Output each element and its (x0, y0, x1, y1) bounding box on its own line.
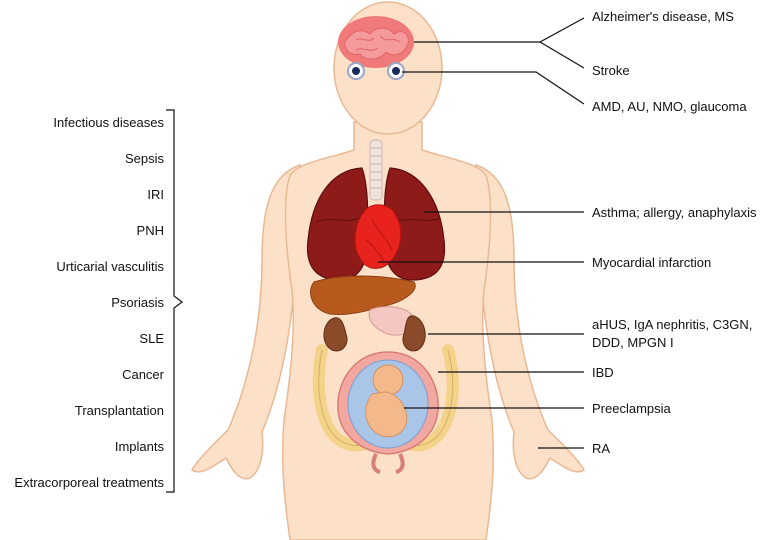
leader-lines-right (378, 17, 585, 449)
systemic-label-psoriasis: Psoriasis (111, 295, 164, 310)
left-arm (191, 163, 301, 480)
line-brain (414, 17, 585, 43)
organ-label-intestine: IBD (592, 365, 614, 380)
brain (338, 16, 414, 68)
line-eyes (402, 71, 585, 105)
organ-label-kidney-line2: DDD, MPGN I (592, 335, 674, 350)
organ-label-lungs: Asthma; allergy, anaphylaxis (592, 205, 757, 220)
trachea (369, 139, 383, 201)
systemic-label-implants: Implants (114, 439, 164, 454)
body-silhouette (191, 1, 585, 540)
lungs (306, 167, 446, 281)
systemic-label-sle: SLE (139, 331, 164, 346)
systemic-label-pnh: PNH (136, 223, 164, 238)
right-arm (475, 163, 585, 480)
eyes (347, 62, 405, 80)
systemic-label-sepsis: Sepsis (124, 151, 164, 166)
systemic-label-extracorporeal-treatments: Extracorporeal treatments (14, 475, 164, 490)
organ-label-uterus: Preeclampsia (592, 401, 671, 416)
left-bracket (166, 109, 183, 493)
organ-label-eyes: AMD, AU, NMO, glaucoma (592, 99, 747, 114)
line-stroke (539, 41, 585, 69)
systemic-label-transplantation: Transplantation (74, 403, 164, 418)
systemic-label-infectious-diseases: Infectious diseases (53, 115, 164, 130)
organ-label-brain: Alzheimer's disease, MS (592, 9, 734, 24)
organ-label-joints: RA (592, 441, 611, 456)
liver (310, 275, 416, 315)
kidneys (323, 315, 426, 352)
organ-label-stroke: Stroke (592, 63, 630, 78)
systemic-label-cancer: Cancer (122, 367, 164, 382)
organ-label-kidney-line1: aHUS, IgA nephritis, C3GN, (592, 317, 753, 332)
systemic-label-urticarial-vasculitis: Urticarial vasculitis (56, 259, 164, 274)
organ-label-heart: Myocardial infarction (592, 255, 712, 270)
heart (354, 204, 402, 269)
uterus (337, 351, 439, 474)
systemic-label-iri: IRI (147, 187, 164, 202)
